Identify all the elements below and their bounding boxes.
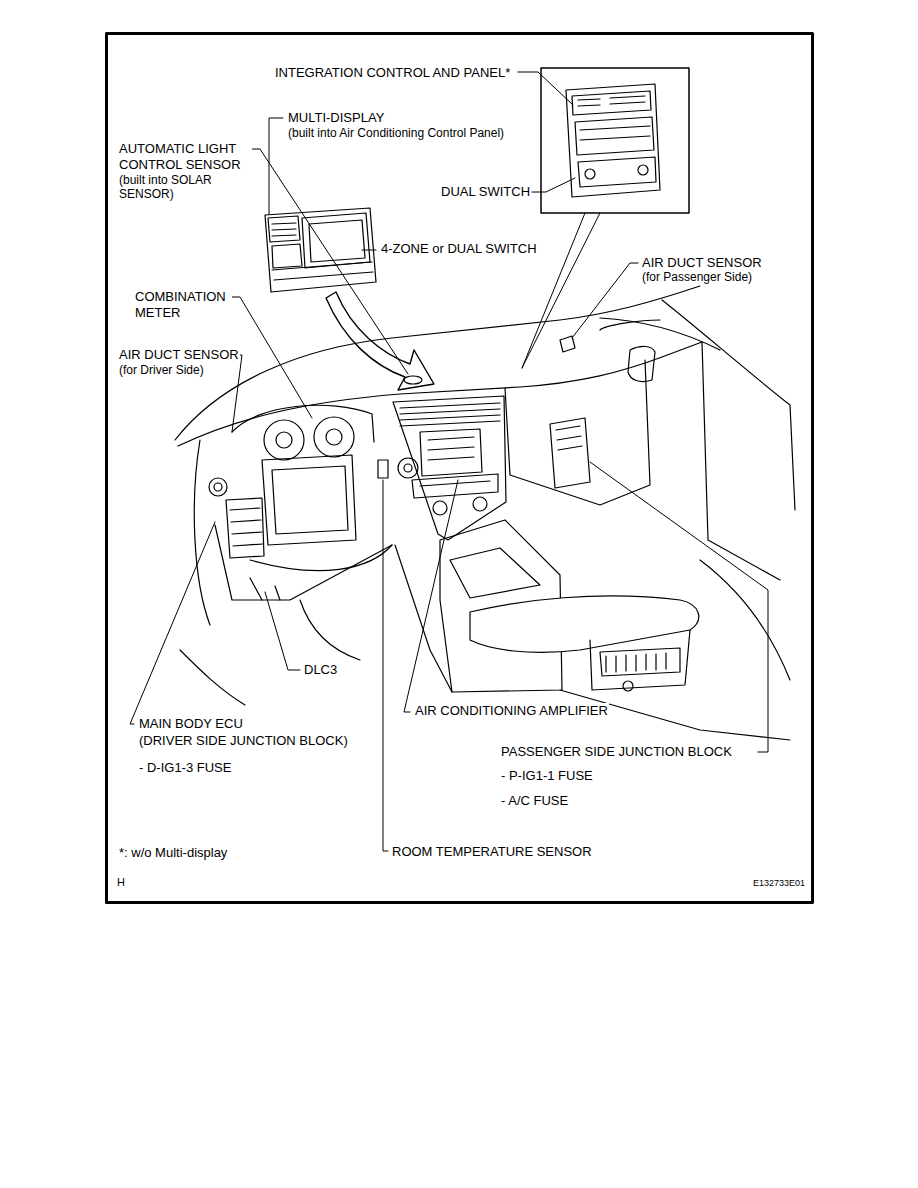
page-code: H	[116, 876, 126, 889]
fuse-name: - P-IG1-1 FUSE	[500, 768, 594, 784]
part-name: AIR DUCT SENSOR	[641, 255, 763, 271]
fuse-name: - D-IG1-3 FUSE	[138, 760, 232, 776]
part-name: AUTOMATIC LIGHT CONTROL SENSOR	[118, 141, 252, 172]
inset-panel	[566, 84, 660, 197]
part-note: (built into Air Conditioning Control Pan…	[287, 126, 505, 140]
multi-display-panel	[265, 208, 376, 292]
part-name: 4-ZONE or DUAL SWITCH	[380, 241, 538, 257]
frame	[107, 34, 813, 903]
footnote: *: w/o Multi-display	[118, 845, 228, 861]
part-name: DUAL SWITCH	[440, 184, 531, 200]
inset-box	[541, 68, 689, 213]
part-note: (for Driver Side)	[118, 363, 205, 377]
figure-code: E132733E01	[752, 878, 806, 889]
part-name: COMBINATION METER	[134, 289, 232, 320]
part-name: INTEGRATION CONTROL AND PANEL*	[274, 65, 511, 81]
part-name: ROOM TEMPERATURE SENSOR	[391, 844, 593, 860]
part-note: (DRIVER SIDE JUNCTION BLOCK)	[138, 733, 349, 749]
curved-arrow	[326, 292, 434, 390]
part-name: AIR CONDITIONING AMPLIFIER	[414, 703, 609, 719]
part-name: AIR DUCT SENSOR	[118, 347, 240, 363]
part-note: (built into SOLAR SENSOR)	[118, 173, 238, 202]
part-name: MAIN BODY ECU	[138, 716, 244, 732]
fuse-name: - A/C FUSE	[500, 793, 569, 809]
part-note: (for Passenger Side)	[641, 270, 753, 284]
part-name: PASSENGER SIDE JUNCTION BLOCK	[500, 744, 733, 760]
dashboard-drawing	[175, 286, 795, 740]
part-name: DLC3	[303, 662, 338, 678]
part-name: MULTI-DISPLAY	[287, 110, 385, 126]
